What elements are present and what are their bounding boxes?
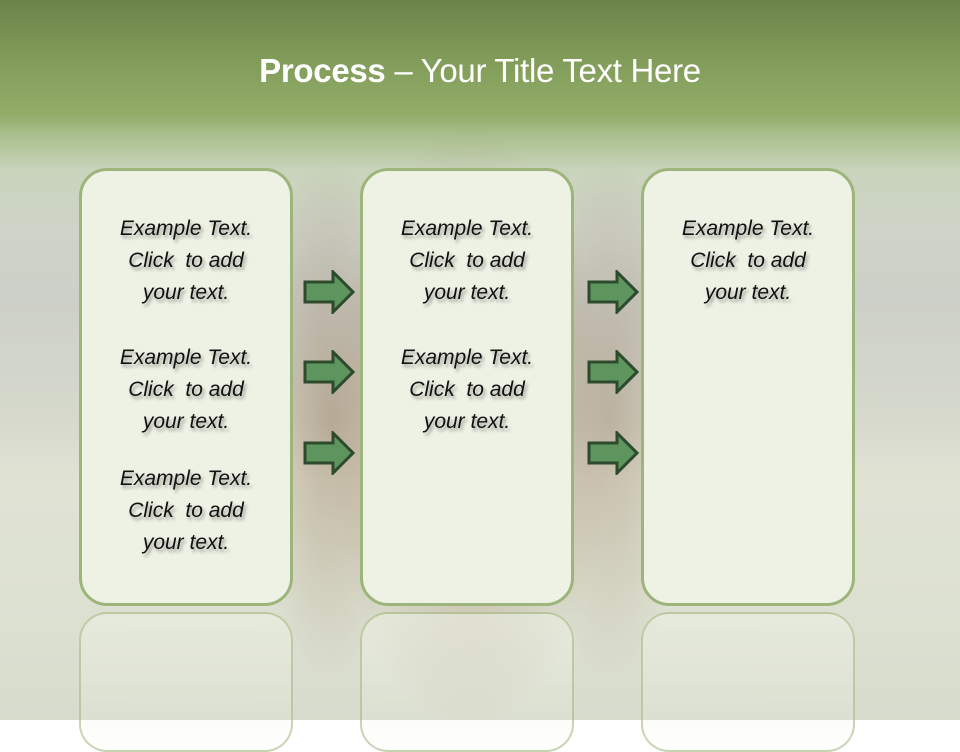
text-line: Example Text. xyxy=(119,467,253,490)
title-bold-text: Process xyxy=(259,52,386,89)
text-placeholder[interactable]: Example Text. Click to add your text. xyxy=(363,213,571,309)
process-box-2[interactable]: Example Text. Click to add your text. Ex… xyxy=(360,168,574,606)
right-arrow-icon[interactable] xyxy=(303,431,355,475)
text-line: your text. xyxy=(142,531,230,554)
right-arrow-icon[interactable] xyxy=(303,350,355,394)
text-placeholder[interactable]: Example Text. Click to add your text. xyxy=(644,213,852,309)
text-line: Click to add xyxy=(690,249,806,272)
text-line: Click to add xyxy=(128,378,244,401)
right-arrow-icon[interactable] xyxy=(587,270,639,314)
process-box-3[interactable]: Example Text. Click to add your text. xyxy=(641,168,855,606)
title-rest-text: – Your Title Text Here xyxy=(385,52,701,89)
text-line: your text. xyxy=(142,281,230,304)
text-placeholder[interactable]: Example Text. Click to add your text. xyxy=(82,342,290,438)
right-arrow-icon[interactable] xyxy=(587,350,639,394)
text-line: Click to add xyxy=(128,499,244,522)
text-line: your text. xyxy=(704,281,792,304)
text-line: your text. xyxy=(423,281,511,304)
right-arrow-icon[interactable] xyxy=(303,270,355,314)
right-arrow-icon[interactable] xyxy=(587,431,639,475)
process-box-1[interactable]: Example Text. Click to add your text. Ex… xyxy=(79,168,293,606)
text-line: Example Text. xyxy=(681,217,815,240)
text-line: Example Text. xyxy=(400,217,534,240)
text-line: Click to add xyxy=(409,378,525,401)
slide-title[interactable]: Process – Your Title Text Here xyxy=(0,52,960,90)
text-line: your text. xyxy=(142,410,230,433)
text-placeholder[interactable]: Example Text. Click to add your text. xyxy=(82,463,290,559)
text-line: Example Text. xyxy=(400,346,534,369)
text-placeholder[interactable]: Example Text. Click to add your text. xyxy=(363,342,571,438)
text-placeholder[interactable]: Example Text. Click to add your text. xyxy=(82,213,290,309)
text-line: your text. xyxy=(423,410,511,433)
text-line: Click to add xyxy=(128,249,244,272)
text-line: Example Text. xyxy=(119,346,253,369)
text-line: Example Text. xyxy=(119,217,253,240)
box-reflection-1 xyxy=(79,612,293,752)
box-reflection-2 xyxy=(360,612,574,752)
text-line: Click to add xyxy=(409,249,525,272)
box-reflection-3 xyxy=(641,612,855,752)
